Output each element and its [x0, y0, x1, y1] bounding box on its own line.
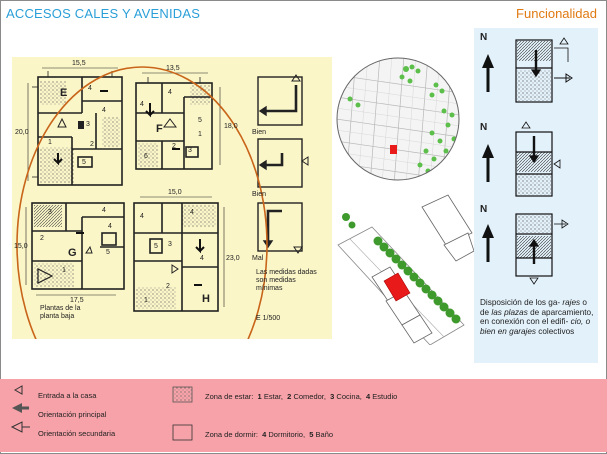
parking-panel: N N N Disposición de los ga- rajes o de …	[474, 28, 598, 363]
room-number: 5	[82, 159, 86, 166]
dimension-label: 15,0	[168, 189, 182, 196]
scale-label: E 1/500	[256, 315, 281, 322]
room-number: 4	[140, 213, 144, 220]
measures-note: Las medidas dadas son medidas mínimas	[256, 269, 317, 292]
room-number: 4	[88, 85, 92, 92]
house-f-label: F	[156, 123, 163, 135]
parking-diagram-3	[515, 213, 569, 285]
house-e-label: E	[60, 87, 68, 99]
house-plans-drawing	[16, 66, 309, 339]
highlight-ellipse	[16, 66, 268, 339]
house-h-label: H	[202, 293, 210, 305]
entrance-icon	[13, 385, 23, 395]
north-label: N	[480, 122, 488, 133]
dimension-label: 18,0	[224, 123, 238, 130]
room-number: 4	[140, 101, 144, 108]
dimension-label: 15,0	[14, 243, 28, 250]
room-number: 4	[102, 107, 106, 114]
legend-secondary-orientation-label: Orientación secundaria	[38, 429, 116, 438]
legend-symbols	[10, 385, 193, 441]
room-number: 2	[172, 143, 176, 150]
legend-panel: Entrada a la casa Orientación principal …	[0, 379, 607, 452]
room-number: 2	[166, 283, 170, 290]
room-number: 2	[40, 235, 44, 242]
room-number: 4	[168, 89, 172, 96]
house-e-plan	[27, 67, 123, 186]
north-label: N	[480, 32, 488, 43]
room-number: 5	[106, 249, 110, 256]
room-number: 4	[108, 223, 112, 230]
legend-entrance-label: Entrada a la casa	[38, 391, 97, 400]
legend-living-zone: Zona de estar: 1 Estar, 2 Comedor, 3 Coc…	[205, 392, 398, 401]
room-number: 5	[198, 117, 202, 124]
legend-main-orientation-label: Orientación principal	[38, 410, 107, 419]
room-number: 1	[48, 139, 52, 146]
room-number: 2	[90, 141, 94, 148]
section-title: Funcionalidad	[516, 6, 597, 21]
sleeping-zone-swatch	[172, 424, 193, 441]
site-map-drawing	[336, 57, 475, 346]
dimension-label: 20,0	[15, 129, 29, 136]
room-number: 3	[86, 121, 90, 128]
street-plan	[337, 194, 475, 346]
parking-diagrams	[482, 37, 573, 285]
room-number: 6	[144, 153, 148, 160]
room-number: 4	[200, 255, 204, 262]
diagram-label-bien: Bien	[252, 191, 267, 198]
diagram-label-bien: Bien	[252, 129, 267, 136]
parking-diagram-2	[515, 121, 561, 197]
room-number: 1	[198, 131, 202, 138]
house-f-plan	[135, 72, 221, 170]
legend-sleeping-zone: Zona de dormir: 4 Dormitorio, 5 Baño	[205, 430, 334, 439]
site-map	[336, 55, 475, 350]
dimension-label: 13,5	[166, 65, 180, 72]
room-number: 3	[48, 209, 52, 216]
house-h-plan	[133, 196, 225, 312]
plans-caption: Plantas de la planta baja	[40, 305, 81, 320]
access-diagrams	[257, 74, 309, 254]
house-g-plan	[25, 202, 125, 296]
room-number: 3	[188, 147, 192, 154]
north-arrows	[482, 54, 494, 262]
dimension-label: 17,5	[70, 297, 84, 304]
dimension-label: 15,5	[72, 60, 86, 67]
diagram-label-mal: Mal	[252, 255, 264, 262]
north-label: N	[480, 204, 488, 215]
room-number: 3	[168, 241, 172, 248]
house-g-label: G	[68, 247, 77, 259]
room-number: 4	[102, 207, 106, 214]
page-title: ACCESOS CALES Y AVENIDAS	[6, 6, 201, 21]
parking-diagram-1	[515, 37, 573, 103]
room-number: 5	[154, 243, 158, 250]
main-orientation-icon	[12, 403, 29, 413]
circular-site-plan	[337, 58, 459, 180]
room-number: 4	[190, 209, 194, 216]
house-plans-figure: E F G H 15,5 13,5 20,0 18,0 15,0 15,0 23…	[12, 57, 332, 339]
room-number: 1	[62, 267, 66, 274]
secondary-orientation-icon	[10, 421, 30, 433]
living-zone-swatch	[172, 386, 193, 403]
room-number: 1	[144, 297, 148, 304]
dimension-label: 23,0	[226, 255, 240, 262]
parking-caption: Disposición de los ga- rajes o de las pl…	[480, 298, 594, 336]
